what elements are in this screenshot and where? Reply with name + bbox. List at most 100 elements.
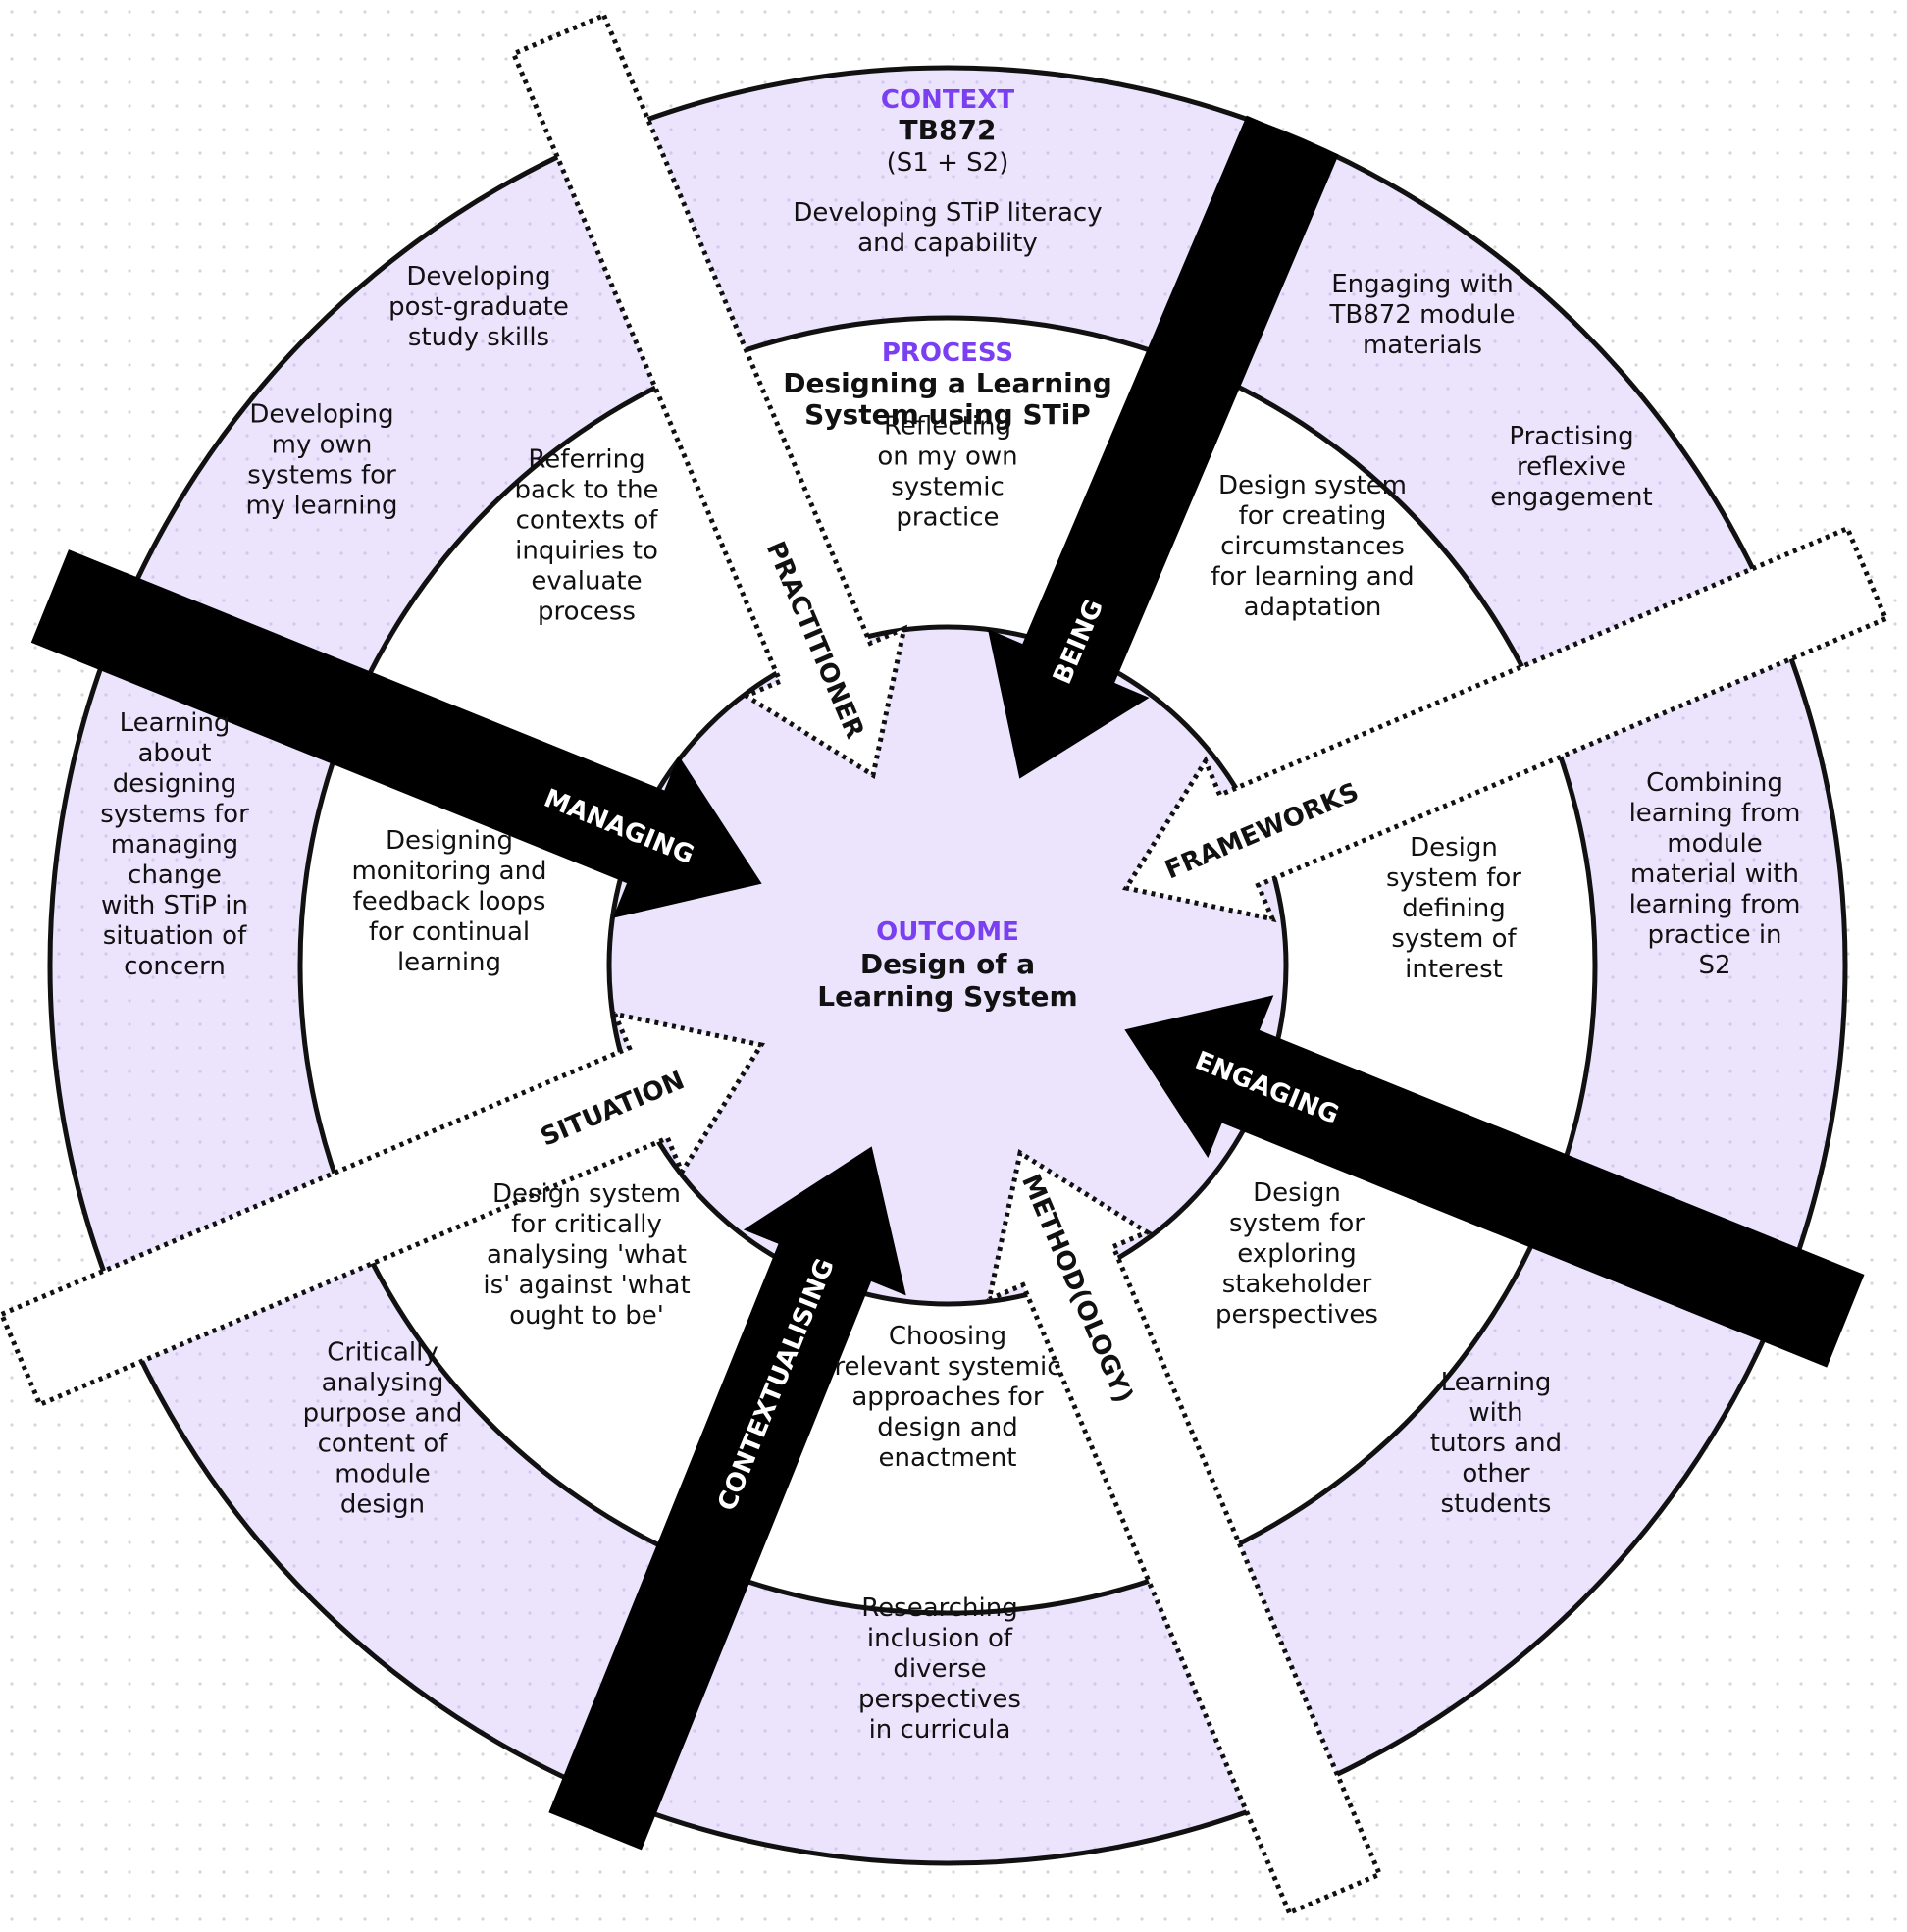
outer-ring-label-line: Combining: [1646, 768, 1783, 798]
dotted-arrow-situation: SITUATION: [0, 1010, 766, 1408]
middle-ring-label-line: for continual: [369, 917, 530, 947]
outer-ring-label-line: learning from: [1629, 799, 1801, 828]
middle-ring-label-line: ought to be': [509, 1301, 664, 1331]
outcome-header: OUTCOME Design of a Learning System: [817, 917, 1077, 1013]
middle-ring-label-line: Design system: [1218, 471, 1407, 500]
middle-ring-label-line: for critically: [511, 1210, 662, 1239]
outer-ring-label-line: Developing: [406, 262, 550, 291]
outer-ring-label-line: change: [128, 861, 222, 890]
context-subtitle: (S1 + S2): [887, 148, 1009, 178]
dotted-arrow-practitioner: PRACTITIONER: [510, 12, 908, 780]
middle-ring-label-line: Choosing: [889, 1322, 1006, 1351]
outer-ring-label-line: module: [335, 1460, 430, 1489]
middle-ring-label-line: Design system: [492, 1179, 681, 1209]
context-heading: CONTEXT: [881, 85, 1014, 115]
middle-ring-label-line: on my own: [877, 443, 1017, 472]
middle-ring-label-line: interest: [1405, 955, 1503, 984]
middle-ring-label-line: Reflecting: [884, 412, 1011, 442]
outer-ring-label-line: reflexive: [1517, 452, 1626, 482]
outer-ring-label-line: Learning: [120, 708, 231, 738]
middle-ring-label-line: monitoring and: [351, 857, 546, 886]
middle-ring-label-line: systemic: [891, 473, 1005, 502]
middle-ring-label-line: design and: [877, 1413, 1017, 1442]
context-title: TB872: [900, 114, 997, 146]
outer-ring-label-line: Engaging with: [1331, 270, 1513, 299]
outer-ring-label-line: perspectives: [858, 1685, 1021, 1714]
outer-ring-label-line: diverse: [893, 1654, 986, 1684]
middle-ring-label-line: evaluate: [531, 567, 642, 597]
outer-ring-label-line: my own: [272, 431, 373, 460]
middle-ring-label-line: practice: [896, 503, 999, 533]
outcome-heading: OUTCOME: [876, 917, 1019, 947]
outer-ring-label-line: engagement: [1490, 483, 1652, 512]
outer-ring-label-line: post-graduate: [388, 292, 569, 322]
outer-ring-label-line: design: [340, 1490, 425, 1520]
outer-ring-label-line: S2: [1698, 951, 1730, 980]
middle-ring-label-line: defining: [1402, 894, 1506, 923]
middle-ring-label-line: is' against 'what: [483, 1271, 690, 1300]
dotted-arrow-icon: [985, 1148, 1383, 1916]
outer-ring-label-line: analysing: [322, 1369, 444, 1398]
outer-ring-label-line: designing: [113, 769, 236, 799]
middle-ring-label-line: exploring: [1237, 1239, 1356, 1269]
middle-ring-label-line: analysing 'what: [487, 1240, 687, 1270]
outer-ring-label-line: learning from: [1629, 890, 1801, 919]
middle-ring-label-line: Referring: [528, 445, 644, 475]
solid-arrow-icon: [1124, 995, 1865, 1368]
context-description-line: Developing STiP literacy: [793, 198, 1102, 228]
outer-ring-label-line: with STiP in: [101, 891, 248, 920]
outcome-title-line: Learning System: [817, 980, 1077, 1013]
outer-ring-label-line: Researching: [861, 1593, 1017, 1623]
middle-ring-label-line: system of: [1391, 924, 1517, 954]
solid-arrow-icon: [548, 1146, 906, 1851]
outer-ring-label-line: Practising: [1509, 422, 1633, 451]
dotted-arrow-icon: [0, 1010, 766, 1408]
solid-arrow-managing: MANAGING: [30, 549, 762, 918]
outer-ring-label-line: materials: [1363, 331, 1482, 360]
outcome-title-line: Design of a: [860, 948, 1035, 980]
outer-ring-label-line: inclusion of: [867, 1624, 1013, 1653]
dotted-arrow-icon: [1121, 525, 1889, 923]
middle-ring-label-line: for creating: [1239, 501, 1387, 531]
outer-ring-label-line: systems for: [100, 800, 249, 829]
solid-arrow-engaging: ENGAGING: [1124, 995, 1865, 1368]
middle-ring-label-line: feedback loops: [353, 887, 546, 916]
outer-ring-label-line: content of: [318, 1430, 449, 1459]
middle-ring-label-line: circumstances: [1220, 532, 1405, 561]
outer-ring-label-line: managing: [111, 830, 238, 860]
outer-ring-label-line: material with: [1630, 860, 1799, 889]
context-header: CONTEXT TB872 (S1 + S2) Developing STiP …: [793, 85, 1102, 258]
outcome-core: [606, 624, 1289, 1307]
process-title-line: Designing a Learning: [783, 367, 1111, 399]
context-description-line: and capability: [857, 229, 1038, 258]
outer-ring-label-line: purpose and: [303, 1399, 463, 1429]
solid-arrow-being: BEING: [987, 115, 1339, 779]
process-title-line: System using STiP: [804, 398, 1091, 431]
middle-ring-label-line: process: [538, 598, 636, 627]
middle-ring-label-line: system for: [1229, 1209, 1365, 1238]
outer-ring-label-line: Developing: [249, 400, 393, 430]
dotted-arrow-icon: [510, 12, 908, 780]
outer-ring-label-line: tutors and: [1430, 1429, 1562, 1458]
outer-ring-label-line: concern: [124, 952, 226, 981]
outer-ring-label-line: about: [137, 739, 211, 768]
middle-ring-label-line: approaches for: [851, 1383, 1044, 1412]
